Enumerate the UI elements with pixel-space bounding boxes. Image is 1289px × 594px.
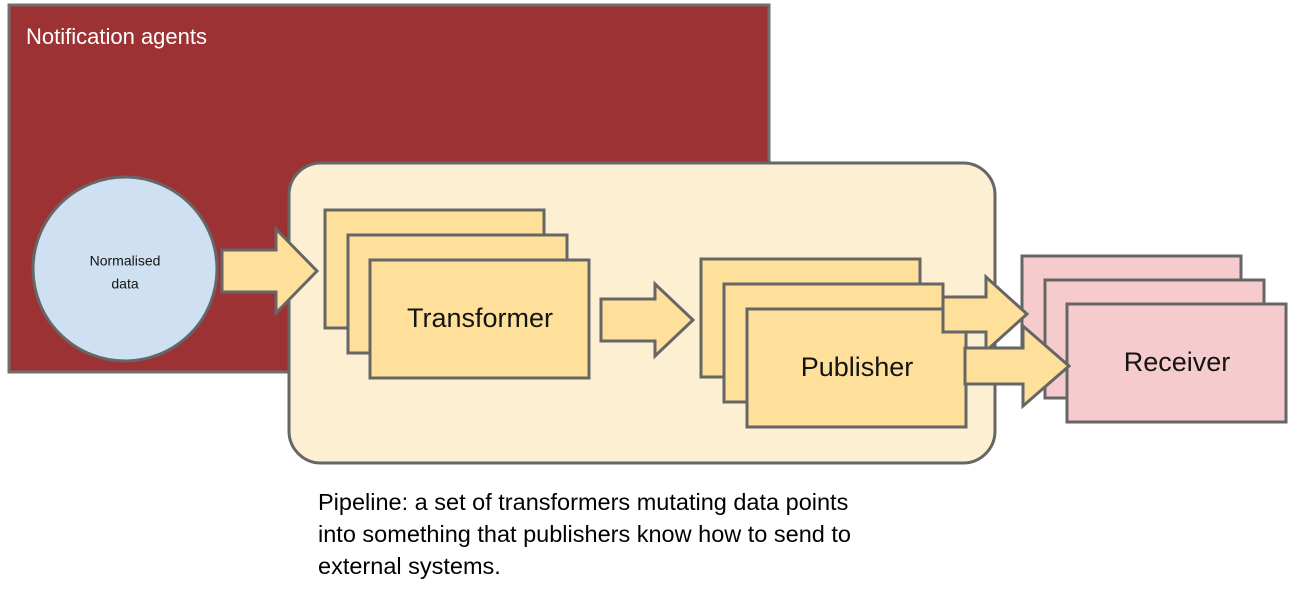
caption-line-1: Pipeline: a set of transformers mutating… <box>318 489 848 515</box>
transformer-stack[interactable]: Transformer <box>323 208 591 380</box>
normalised-data-label-line2: data <box>111 276 138 292</box>
receiver-stack[interactable]: Receiver <box>1020 254 1288 424</box>
transformer-card-front <box>368 258 591 380</box>
arrow-publisher-to-receiver-lower-shape <box>963 322 1072 410</box>
arrow-data-to-transformer <box>220 225 320 317</box>
normalised-data-circle <box>31 175 219 363</box>
caption: Pipeline: a set of transformers mutating… <box>318 489 851 579</box>
normalised-data-label-line1: Normalised <box>90 253 161 269</box>
publisher-label: Publisher <box>801 352 914 382</box>
publisher-stack[interactable]: Publisher <box>699 257 968 429</box>
caption-line-2: into something that publishers know how … <box>318 521 851 547</box>
transformer-label: Transformer <box>407 303 553 333</box>
arrow-publisher-to-receiver-upper <box>941 273 1030 355</box>
arrow-publisher-to-receiver-upper-shape <box>941 273 1030 355</box>
arrow-transformer-to-publisher <box>599 280 696 360</box>
arrow-publisher-to-receiver-lower <box>963 322 1072 410</box>
notification-agents-label: Notification agents <box>26 24 207 49</box>
receiver-card-front <box>1065 302 1288 424</box>
caption-line-3: external systems. <box>318 553 501 579</box>
receiver-label: Receiver <box>1124 347 1231 377</box>
arrow-transformer-to-publisher-shape <box>599 280 696 360</box>
normalised-data-node[interactable]: Normalised data <box>31 175 219 363</box>
arrow-data-to-transformer-shape <box>220 225 320 317</box>
